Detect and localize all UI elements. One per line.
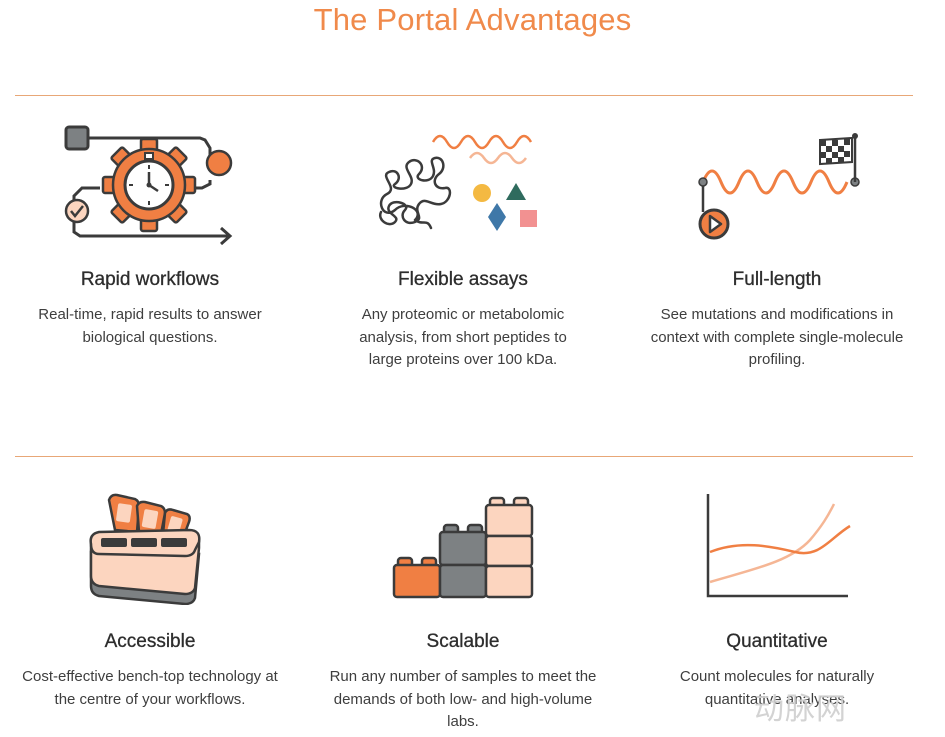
feature-description: Run any number of samples to meet the de… bbox=[329, 668, 597, 730]
feature-accessible: Accessible Cost-effective bench-top tech… bbox=[0, 630, 300, 711]
feature-title: Rapid workflows bbox=[80, 269, 220, 290]
feature-description: Cost-effective bench-top technology at t… bbox=[22, 668, 278, 708]
feature-title: Full-length bbox=[732, 269, 822, 290]
feature-description: Count molecules for naturally quantitati… bbox=[679, 668, 875, 708]
wave-flag-icon bbox=[698, 133, 860, 240]
curve-graph-icon bbox=[706, 494, 851, 598]
molecules-shapes-icon bbox=[378, 134, 537, 231]
feature-flexible-assays: Flexible assays Any proteomic or metabol… bbox=[313, 268, 613, 372]
feature-description: See mutations and modifications in conte… bbox=[650, 306, 904, 368]
feature-scalable: Scalable Run any number of samples to me… bbox=[313, 630, 613, 734]
feature-rapid-workflows: Rapid workflows Real-time, rapid results… bbox=[0, 268, 300, 349]
feature-title: Accessible bbox=[104, 631, 196, 652]
divider-top bbox=[15, 95, 913, 96]
feature-title: Quantitative bbox=[726, 631, 828, 652]
feature-description: Real-time, rapid results to answer biolo… bbox=[38, 306, 262, 346]
feature-title: Scalable bbox=[426, 631, 500, 652]
divider-middle bbox=[15, 456, 913, 457]
device-cartridge-icon bbox=[89, 493, 201, 605]
watermark-logo: 动脉网 bbox=[754, 693, 847, 726]
feature-description: Any proteomic or metabolomic analysis, f… bbox=[359, 306, 567, 368]
stopwatch-gear-icon bbox=[64, 125, 233, 246]
stacked-blocks-icon bbox=[392, 496, 534, 599]
feature-full-length: Full-length See mutations and modificati… bbox=[627, 268, 927, 372]
feature-title: Flexible assays bbox=[398, 269, 528, 290]
feature-quantitative: Quantitative Count molecules for natural… bbox=[627, 630, 927, 711]
page-title: The Portal Advantages bbox=[313, 2, 632, 37]
